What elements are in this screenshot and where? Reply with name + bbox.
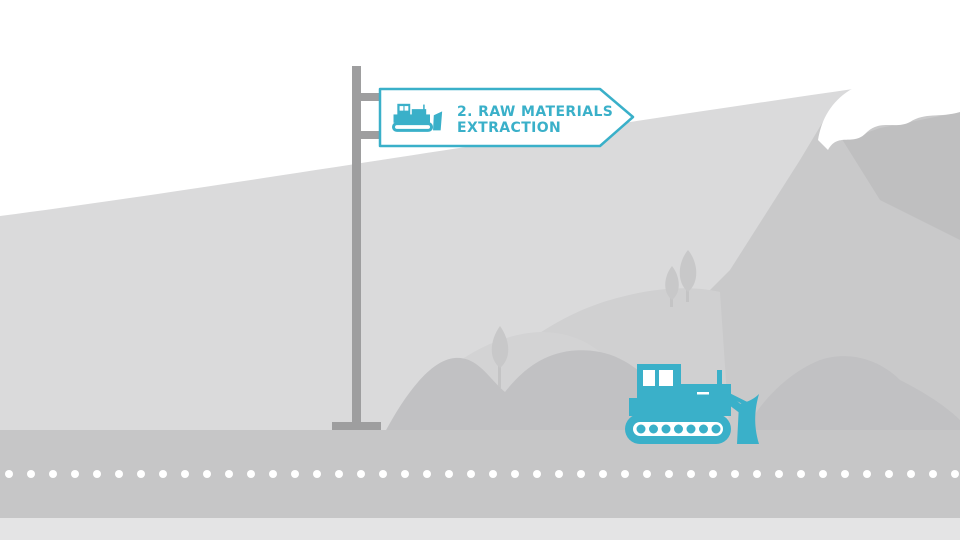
cab-window-right [659, 370, 673, 386]
bulldozer-icon [392, 103, 443, 132]
road-dot [489, 470, 497, 478]
road-dot [885, 470, 893, 478]
road-dot [709, 470, 717, 478]
road-dot [445, 470, 453, 478]
snow-cap [818, 70, 960, 150]
road-dot [841, 470, 849, 478]
road-dot [775, 470, 783, 478]
tree-2 [665, 266, 679, 307]
road-dot [27, 470, 35, 478]
bulldozer [625, 364, 759, 444]
road-dot [819, 470, 827, 478]
road-dot [577, 470, 585, 478]
road-dot [379, 470, 387, 478]
exhaust-pipe [717, 370, 722, 386]
road-dot [335, 470, 343, 478]
road-dot [423, 470, 431, 478]
road-dot [357, 470, 365, 478]
road-dot [533, 470, 541, 478]
mountain-shadow [830, 112, 960, 240]
road-dot [225, 470, 233, 478]
tree-1 [491, 326, 509, 388]
track-wheel [649, 424, 658, 434]
bottom-strip [0, 518, 960, 540]
foreground-mound-right [745, 356, 960, 432]
road-dot [907, 470, 915, 478]
road-dot [137, 470, 145, 478]
tree-3 [679, 250, 697, 302]
road-dot [511, 470, 519, 478]
track-wheel [661, 424, 671, 434]
track-wheels [633, 422, 723, 436]
bulldozer-chassis [629, 398, 731, 416]
road-dot [269, 470, 277, 478]
road-dot [291, 470, 299, 478]
road-dots [5, 470, 959, 478]
foreground-mound-left [385, 350, 690, 432]
road-dot [467, 470, 475, 478]
road-dot [49, 470, 57, 478]
road-dot [643, 470, 651, 478]
track-wheel [636, 424, 646, 434]
sign-line-2: EXTRACTION [457, 120, 561, 136]
road-dot [159, 470, 167, 478]
road-dot [71, 470, 79, 478]
road-dot [313, 470, 321, 478]
sign-line-1: 2. RAW MATERIALS [457, 104, 613, 120]
road-dot [797, 470, 805, 478]
track-wheel [686, 424, 696, 434]
road-dot [731, 470, 739, 478]
road-dot [247, 470, 255, 478]
road-dot [599, 470, 607, 478]
road-dot [93, 470, 101, 478]
track-wheel [699, 424, 708, 434]
cab-window-left [643, 370, 655, 386]
bulldozer-blade [737, 394, 759, 444]
sign-post [332, 66, 381, 430]
road-dot [5, 470, 13, 478]
road-dot [753, 470, 761, 478]
track-wheel [711, 424, 721, 434]
road-dot [951, 470, 959, 478]
direction-sign: 2. RAW MATERIALS EXTRACTION [378, 87, 635, 148]
road-dot [687, 470, 695, 478]
road-dot [115, 470, 123, 478]
road-dot [203, 470, 211, 478]
road-dot [401, 470, 409, 478]
track-wheel [674, 424, 683, 434]
road-dot [621, 470, 629, 478]
road-dot [555, 470, 563, 478]
road-dot [929, 470, 937, 478]
road-dot [863, 470, 871, 478]
road-dot [181, 470, 189, 478]
road-dot [665, 470, 673, 478]
